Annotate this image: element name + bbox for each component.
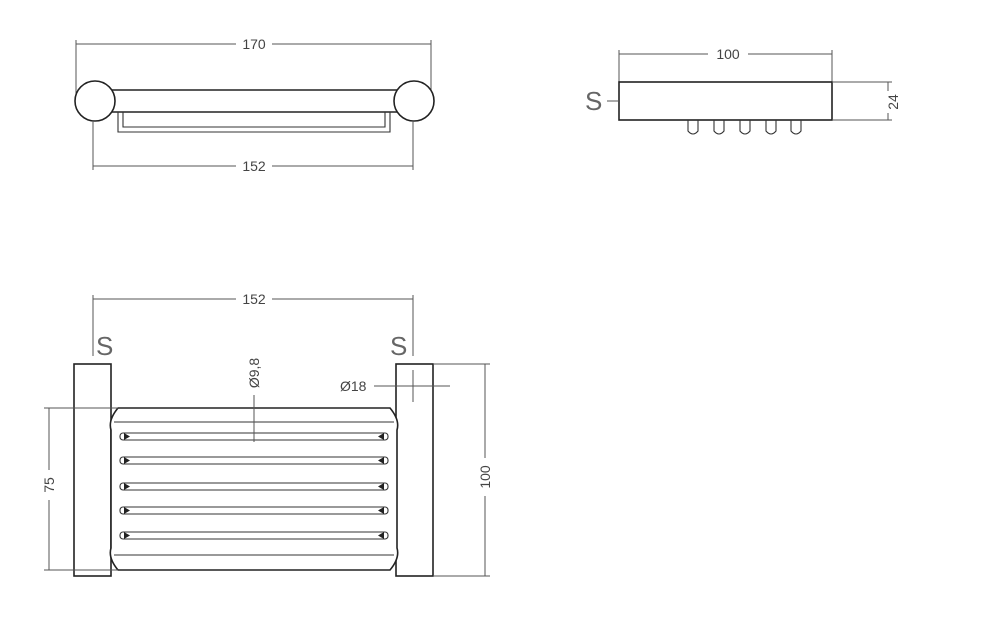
top-view: 170 152 — [74, 36, 435, 174]
end-knob-left — [74, 80, 116, 122]
dimension-front-inner-width: 152 — [92, 291, 414, 356]
rod-diameter-callout: Ø9,8 — [246, 358, 262, 442]
dim-text-rod-diameter: Ø9,8 — [246, 358, 262, 389]
side-body — [618, 81, 833, 121]
dimension-front-overall-depth: 100 — [433, 363, 493, 577]
post-diameter-callout: Ø18 — [340, 370, 450, 402]
dim-text-170: 170 — [242, 36, 266, 52]
dim-text-152-front: 152 — [242, 291, 266, 307]
end-post-left — [73, 363, 112, 577]
section-mark-side: S — [585, 86, 602, 116]
dim-text-100-front: 100 — [477, 465, 493, 489]
tray-frame — [117, 112, 391, 133]
tray-body — [109, 407, 399, 571]
dimension-front-inner-depth: 75 — [41, 407, 118, 571]
dim-text-100-side: 100 — [716, 46, 740, 62]
dim-text-post-diameter: Ø18 — [340, 378, 367, 394]
section-mark-left: S — [96, 331, 113, 361]
side-view: 100 S 24 — [585, 46, 901, 135]
dimension-side-width: 100 — [618, 46, 833, 82]
top-rail — [107, 89, 405, 113]
dimension-side-height: 24 — [832, 81, 901, 121]
front-view: 152 S S — [41, 291, 493, 577]
tray-frame-inner — [122, 112, 386, 128]
dimension-overall-width: 170 — [75, 36, 432, 100]
dimension-inner-width: 152 — [92, 120, 414, 174]
rods — [119, 432, 389, 540]
dim-text-152-top: 152 — [242, 158, 266, 174]
end-knob-right — [393, 80, 435, 122]
end-post-right — [395, 363, 434, 577]
dim-text-24: 24 — [885, 94, 901, 110]
dim-text-75: 75 — [41, 477, 57, 493]
side-pegs — [687, 120, 802, 135]
section-mark-right: S — [390, 331, 407, 361]
